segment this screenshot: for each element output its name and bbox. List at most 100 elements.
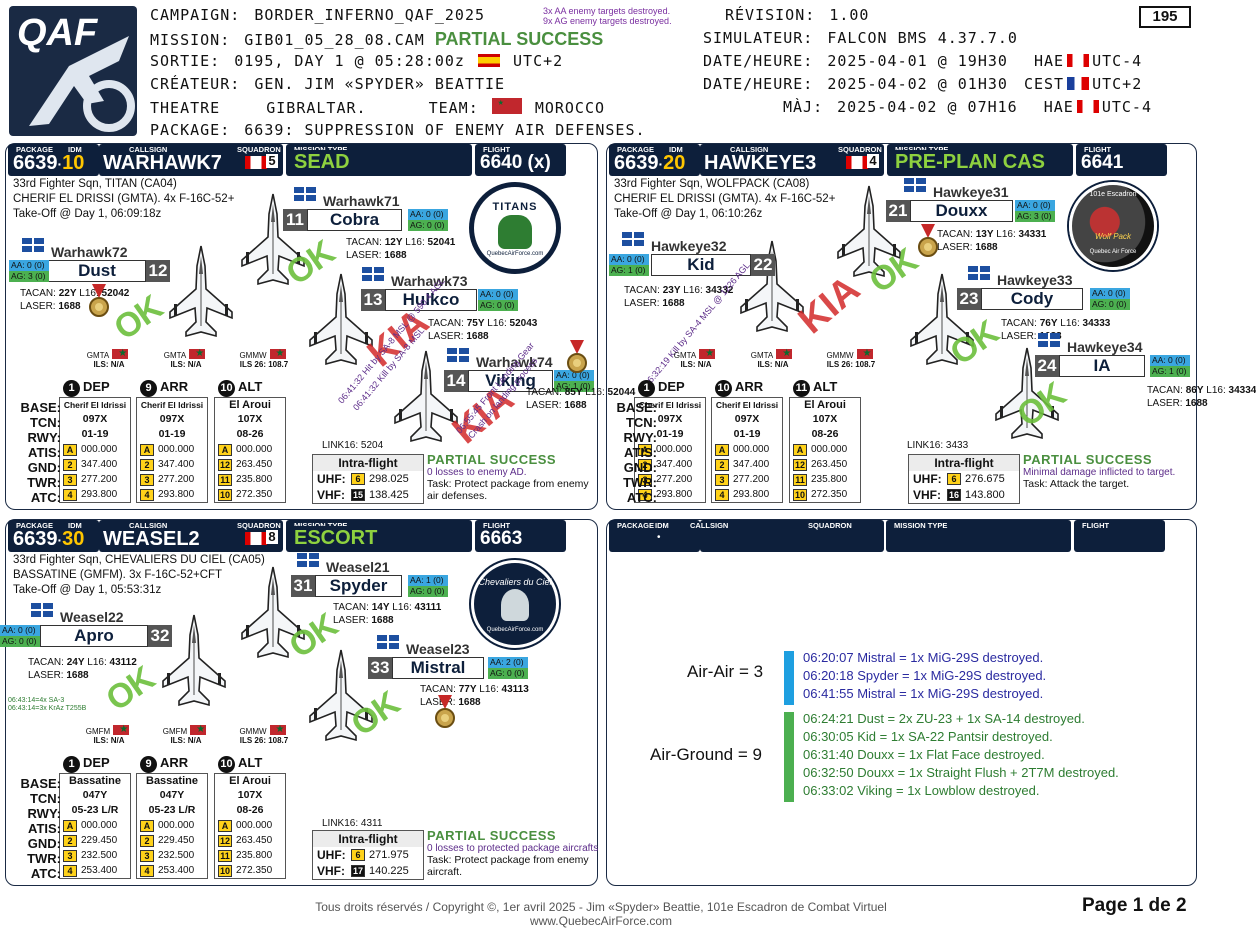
frequency: 293.800 [81,489,118,500]
role-text: ARR [735,379,764,394]
canada-flag-icon [846,156,868,169]
creator-label: CRÉATEUR: [150,75,241,93]
ag-score: AG: 1 (0) [1150,366,1190,377]
dt1-label: DATE/HEURE: [703,52,814,70]
copyright: Tous droits réservés / Copyright ©, 1er … [315,900,887,914]
pilot-callsign: Hawkeye33 [968,266,1073,288]
package-number: 6639 [13,152,58,174]
morocco-flag-icon [113,724,130,735]
tacan-label: TACAN: [20,288,59,299]
row-label: ATC: [30,866,61,881]
icao-code: GMTA [673,351,697,360]
icao-row: GMFM [81,724,137,736]
ag-score: AG: 1 (0) [609,265,649,276]
package-idm: 6639·30 [13,528,84,551]
mission-type: ESCORT [290,526,468,550]
pilot-callsign: Hawkeye32 [622,232,727,254]
rwy-value: 08-26 [811,428,839,440]
tab-idm-empty: IDM [647,520,687,552]
sortie-tz: UTC+2 [513,52,564,70]
l16-label: L16: [1057,318,1083,329]
ils-info: ILS: N/A [757,360,789,369]
row-label: ATIS: [624,445,657,460]
airfield-name: El Aroui [804,399,846,411]
weather-station: GMTAILS: N/A [668,348,724,369]
air-air-total: Air-Air = 3 [687,662,764,681]
callsign-text: Hawkeye32 [651,238,727,254]
icao-row: GMTA [668,348,724,360]
tab-label: PACKAGE [617,145,654,154]
icao-code: GMFM [162,727,188,736]
laser-label: LASER: [428,331,467,342]
tab-label: SQUADRON [808,521,852,530]
badge-url: QuebecAirForce.com [486,251,544,257]
tab-label: FLIGHT [483,145,511,154]
weather-station: GMFMILS: N/A [158,724,214,745]
pilot-callsign: Hawkeye31 [904,178,1009,200]
laser-value: 1688 [975,242,998,253]
pilot-callsign: Hawkeye34 [1038,333,1143,355]
mission-type: PRE-PLAN CAS [891,150,1069,174]
frequency: 000.000 [236,444,273,455]
laser-label: LASER: [937,242,976,253]
ag-score: AG: 0 (0) [0,636,40,647]
tacan-row: TACAN: 86Y L16: 34334 [1147,384,1256,397]
base-line: BASSATINE (GMFM). 3x F-16C-52+CFT [13,569,223,581]
l16-value: 34334 [1228,385,1256,396]
uhf-label: UHF: [317,472,346,486]
channel-preset: 17 [351,865,365,877]
uhf-frequency: 271.975 [369,849,409,861]
tcn-value: 047Y [159,789,185,801]
channel-preset: A [140,819,154,832]
quebec-flag-icon [31,603,53,617]
channel-preset: 3 [715,473,729,486]
pilot-callsign: Weasel21 [297,553,390,575]
aa-score: AA: 0 (0) [1015,200,1055,211]
qaf-logo-text: QAF [17,12,98,54]
channel-preset: A [218,819,232,832]
channel-preset: 3 [638,473,652,486]
row-label: RWY: [27,806,61,821]
uhf-frequency: 298.025 [369,473,409,485]
pilot-number: 22 [751,254,775,276]
frequency: 293.800 [656,489,693,500]
airfield-name: El Aroui [229,775,271,787]
morocco-flag-icon [776,348,793,359]
tcn-value: 107X [812,413,838,425]
rwy-value: 01-19 [733,428,761,440]
laser-row: LASER: 1688 [420,696,529,709]
squadron-number: 5 [266,154,278,168]
channel-preset: 15 [351,489,365,501]
link16-id: LINK16: 4311 [322,818,383,829]
tab-label: IDM [655,521,669,530]
frequency: 277.200 [81,474,118,485]
link16-id: LINK16: 3433 [907,440,969,451]
laser-label: LASER: [1147,398,1186,409]
footer-url[interactable]: www.QuebecAirForce.com [529,914,673,928]
tacan-label: TACAN: [526,387,565,398]
spain-flag-icon [478,54,500,67]
maj-tz: UTC-4 [1101,98,1152,116]
laser-value: 1688 [564,400,587,411]
pilot-name: Mistral [392,657,484,679]
morocco-flag-icon [112,348,129,359]
tab-label: SQUADRON [237,145,281,154]
frequency: 347.400 [656,459,693,470]
pilot-number: 24 [1035,355,1059,377]
package-number: 6639 [614,152,659,174]
